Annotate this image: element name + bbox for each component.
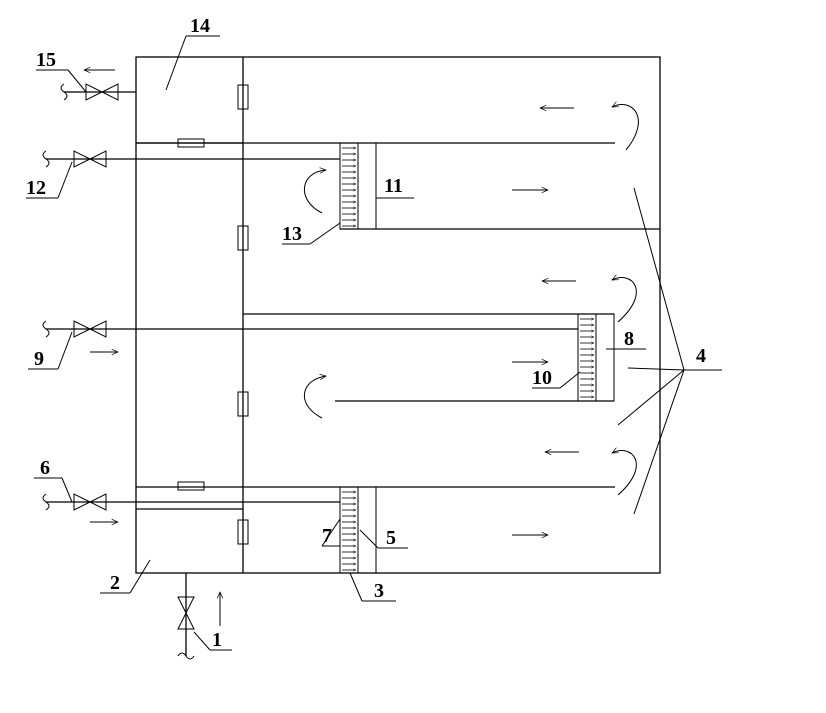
label-9: 9	[34, 348, 44, 370]
label-13: 13	[282, 223, 302, 245]
valve-1	[177, 596, 195, 630]
nozzle-wall-3	[237, 391, 249, 417]
filter-10-hatch	[580, 319, 594, 397]
middle-tube	[80, 313, 615, 402]
filter-7-hatch	[342, 492, 356, 570]
label-12: 12	[26, 177, 46, 199]
label-7: 7	[322, 525, 332, 547]
filter-element-7	[339, 486, 359, 574]
vessel-body	[135, 56, 661, 574]
nozzle-wall-4	[237, 519, 249, 545]
leader-lines	[26, 35, 722, 651]
plate-11	[357, 142, 377, 230]
nozzles	[177, 84, 249, 545]
label-3: 3	[374, 580, 384, 602]
label-8: 8	[624, 328, 634, 350]
label-14: 14	[190, 15, 210, 37]
turn-arrows	[303, 104, 639, 496]
turn-arrow-middle-inner	[303, 376, 326, 419]
pipe-break-symbols	[42, 83, 195, 660]
label-2: 2	[110, 572, 120, 594]
label-10: 10	[532, 367, 552, 389]
part-labels: 14 15 12 11 13 9 10 8 4 6 7 5 3 2 1	[26, 15, 706, 651]
flow-arrows	[84, 70, 579, 626]
turn-arrow-upper-inner	[304, 170, 326, 214]
outer-vessel-wall	[135, 56, 661, 574]
label-11: 11	[384, 175, 403, 197]
filter-element-10	[577, 313, 597, 402]
filter-element-13	[339, 142, 359, 230]
turn-arrow-middle	[612, 278, 637, 323]
label-4: 4	[696, 345, 706, 367]
label-15: 15	[36, 49, 56, 71]
nozzle-wall-1	[237, 84, 249, 110]
plate-8	[595, 313, 615, 402]
label-5: 5	[386, 527, 396, 549]
label-6: 6	[40, 457, 50, 479]
filter-13-hatch	[342, 148, 356, 226]
label-1: 1	[212, 629, 222, 651]
plate-5	[357, 486, 377, 574]
nozzle-pipe-bottom	[177, 481, 205, 491]
turn-arrow-bottom	[612, 451, 637, 496]
nozzle-wall-2	[237, 225, 249, 251]
turn-arrow-top	[612, 104, 639, 151]
lower-tube	[80, 486, 615, 574]
upper-tube	[80, 142, 660, 230]
